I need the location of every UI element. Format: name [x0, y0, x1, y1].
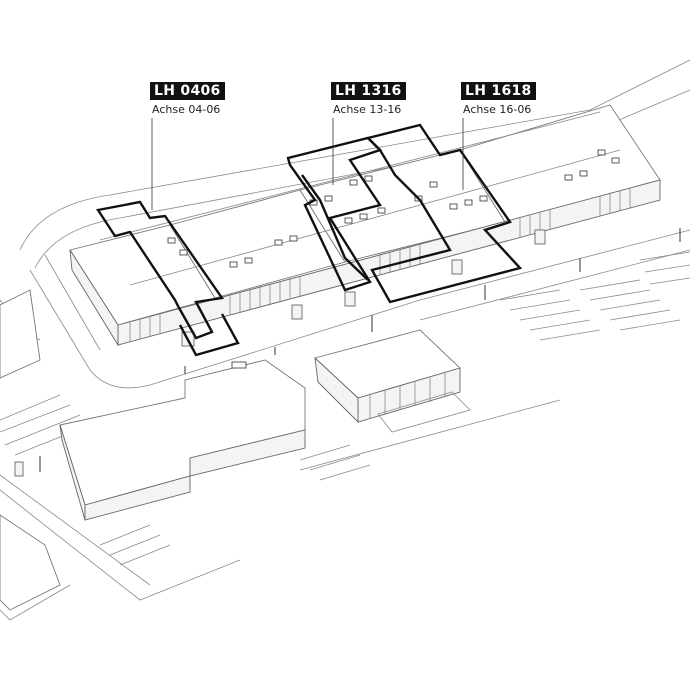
unit-code: LH 1618 [461, 82, 536, 100]
front-block-building [59, 347, 306, 521]
label-leaders [151, 118, 464, 210]
unit-axis: Achse 04-06 [152, 103, 221, 116]
unit-label-lh0406[interactable]: LH 0406 Achse 04-06 [150, 82, 225, 117]
unit-code: LH 0406 [150, 82, 225, 100]
unit-axis: Achse 13-16 [333, 103, 402, 116]
unit-code: LH 1316 [331, 82, 406, 100]
main-building [69, 104, 661, 347]
road-outlines [0, 59, 691, 601]
unit-label-lh1618[interactable]: LH 1618 Achse 16-06 [461, 82, 536, 117]
office-building [314, 329, 471, 433]
unit-axis: Achse 16-06 [463, 103, 532, 116]
unit-label-lh1316[interactable]: LH 1316 Achse 13-16 [331, 82, 406, 117]
left-buildings [0, 289, 71, 621]
unit-outline-lh0406[interactable] [96, 200, 240, 357]
parking-stripes [0, 251, 691, 566]
marker-pins [39, 228, 681, 472]
unit-outline-lh1618[interactable] [365, 123, 523, 304]
